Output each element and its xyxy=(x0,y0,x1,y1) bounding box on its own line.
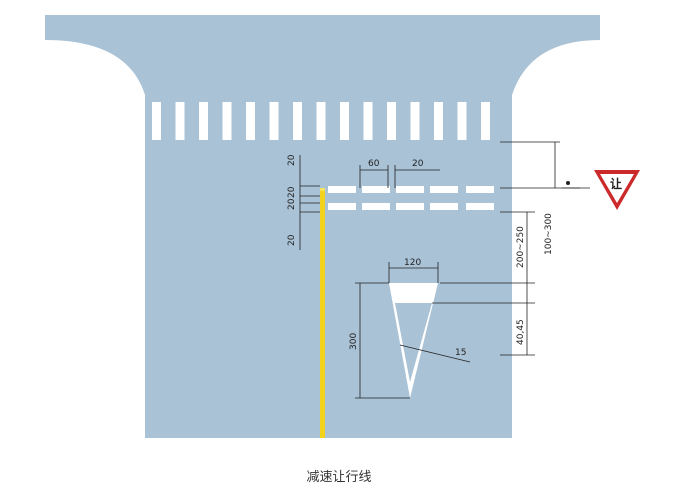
dimension-lines xyxy=(299,141,590,399)
yield-line-dashes xyxy=(328,186,494,210)
dim-triangle-width: 120 xyxy=(404,258,421,268)
dim-left-20-top: 20 xyxy=(287,154,297,166)
crosswalk-stripe xyxy=(316,102,326,140)
crosswalk-stripe xyxy=(293,102,302,140)
crosswalk-stripe xyxy=(457,102,467,140)
crosswalk-stripe xyxy=(363,102,373,140)
crosswalk-stripe xyxy=(340,102,349,140)
crosswalk-stripe xyxy=(269,102,279,140)
yield-dash xyxy=(466,186,494,193)
yield-dash xyxy=(396,203,424,210)
yield-dash xyxy=(430,203,458,210)
dim-angle: 15 xyxy=(455,348,466,358)
dim-left-20-b: 20 xyxy=(287,198,297,210)
crosswalk-stripe xyxy=(481,102,490,140)
dim-offset-200-250: 200~250 xyxy=(516,226,526,268)
dim-triangle-stripe: 40,45 xyxy=(516,319,526,345)
dim-left-20-bottom: 20 xyxy=(287,234,297,246)
crosswalk-stripe xyxy=(410,102,420,140)
yield-dash xyxy=(396,186,424,193)
crosswalk-stripe xyxy=(387,102,396,140)
crosswalk-stripe xyxy=(199,102,208,140)
center-line-cap-top xyxy=(320,188,325,191)
figure-caption: 减速让行线 xyxy=(306,470,372,485)
dim-stripe-length: 60 xyxy=(368,159,380,169)
yield-dash xyxy=(466,203,494,210)
crosswalk-stripe xyxy=(246,102,255,140)
crosswalk-stripe xyxy=(222,102,232,140)
yield-triangle-marking xyxy=(389,283,438,398)
dim-stripe-gap: 20 xyxy=(412,159,424,169)
dim-triangle-height: 300 xyxy=(349,333,359,350)
crosswalk xyxy=(152,102,490,140)
crosswalk-stripe xyxy=(152,102,161,140)
dim-offset-100-300: 100~300 xyxy=(544,213,554,255)
yield-dash xyxy=(430,186,458,193)
yield-sign-icon: 让 xyxy=(566,170,640,210)
crosswalk-stripe xyxy=(175,102,185,140)
yield-dash xyxy=(362,203,390,210)
center-line-yellow xyxy=(320,188,325,438)
yield-dash xyxy=(328,203,356,210)
yield-dash xyxy=(362,186,390,193)
yield-dash xyxy=(328,186,356,193)
yield-sign-text: 让 xyxy=(610,176,622,191)
crosswalk-stripe xyxy=(434,102,443,140)
dim-left-20-a: 20 xyxy=(287,186,297,198)
